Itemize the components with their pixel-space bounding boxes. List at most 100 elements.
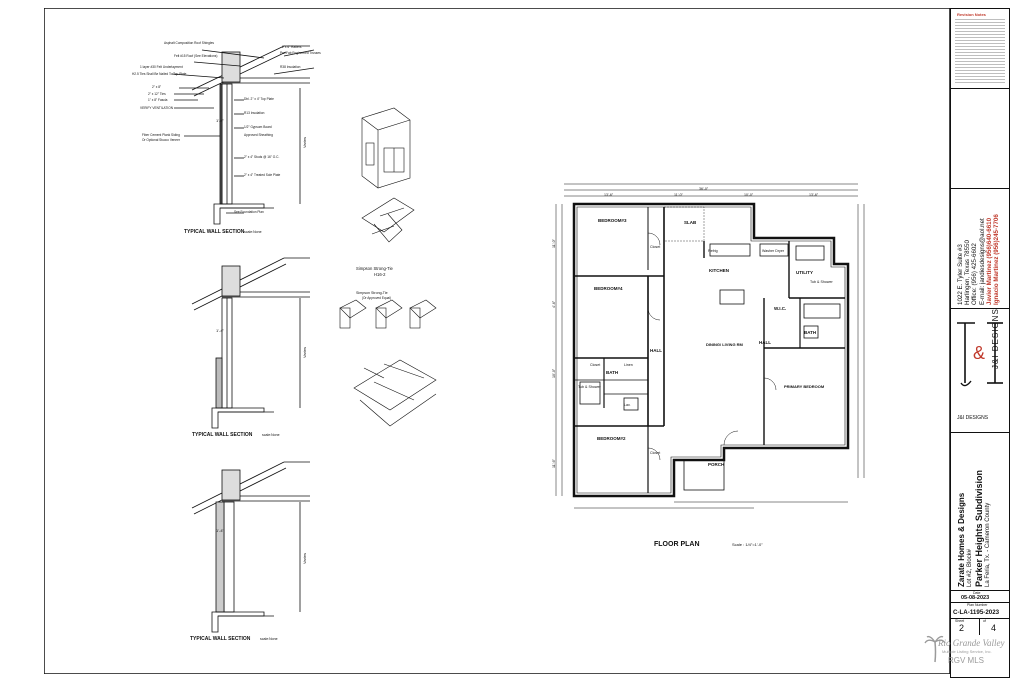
dim-top-3: 10'-0" bbox=[744, 193, 754, 197]
drawing-sheet: Asphalt Composition Roof Shingles Felt #… bbox=[43, 7, 951, 675]
room-linen: Linen bbox=[624, 363, 633, 367]
room-primary-bedroom: PRIMARY BEDROOM bbox=[784, 384, 825, 389]
room-slab: SLAB bbox=[684, 220, 697, 225]
svg-text:1 layer #30 Felt Underlayment: 1 layer #30 Felt Underlayment bbox=[140, 65, 183, 69]
strong-tie-2-subtitle: (Or Approved Equal) bbox=[362, 296, 391, 300]
wall-section-1 bbox=[171, 45, 315, 225]
ws2-scale: scale:None bbox=[262, 433, 280, 437]
room-lav: Lav. bbox=[624, 403, 631, 407]
ws1-note: Asphalt Composition Roof Shingles bbox=[164, 41, 214, 45]
firm-person-2: Ignacio Martinez (956)245-7706 bbox=[993, 214, 1001, 305]
revision-table-box bbox=[951, 89, 1009, 189]
strong-tie-detail-1 bbox=[361, 107, 411, 189]
svg-text:Pre-Fab Engineered Trusses: Pre-Fab Engineered Trusses bbox=[280, 51, 321, 55]
room-closet-2: Closet bbox=[590, 363, 600, 367]
project-info-box: Zarate Homes & Designs Lot #2, Block# Pa… bbox=[951, 433, 1009, 591]
floor-plan-title: FLOOR PLAN bbox=[654, 541, 700, 548]
revision-text bbox=[955, 19, 1005, 85]
sheet-box: Sheet 2 of 4 bbox=[951, 619, 1009, 635]
room-kitchen: KITCHEN bbox=[709, 268, 729, 273]
strong-tie-detail-4 bbox=[353, 359, 437, 427]
plan-number-label: Plan Number bbox=[967, 603, 988, 607]
logo-box: & J&I DESIGNS J&I DESIGNS bbox=[951, 308, 1009, 433]
ws3-scale: scale:None bbox=[260, 637, 278, 641]
room-porch: PORCH bbox=[708, 462, 724, 467]
subdivision: Parker Heights Subdivision bbox=[974, 469, 984, 587]
ws1-title: TYPICAL WALL SECTION bbox=[184, 229, 245, 235]
svg-text:Felt #15 Roof (See Elevations): Felt #15 Roof (See Elevations) bbox=[174, 54, 217, 58]
floor-plan bbox=[555, 183, 865, 509]
room-refrig: Refrig bbox=[708, 249, 718, 253]
floor-plan-scale: Scale : 1/4"=1'-0" bbox=[732, 542, 763, 547]
svg-text:2"x 6" Rafters: 2"x 6" Rafters bbox=[282, 45, 302, 49]
firm-office: Office: (956) 425-6602 bbox=[971, 243, 979, 305]
svg-text:2" x 4" Studs @ 16" O.C.: 2" x 4" Studs @ 16" O.C. bbox=[244, 155, 279, 159]
location: La Feria, Tx. - Cameron County bbox=[985, 502, 991, 587]
ws3-dim-varies: Varies bbox=[302, 553, 307, 564]
ws1-dim-varies: Varies bbox=[302, 137, 307, 148]
ws3-dim-overhang: 1'-4" bbox=[216, 528, 225, 533]
svg-text:R38 Insulation: R38 Insulation bbox=[280, 65, 301, 69]
svg-text:2" x 4" Treated Sole Plate: 2" x 4" Treated Sole Plate bbox=[244, 173, 281, 177]
strong-tie-1-subtitle: H16-2 bbox=[374, 272, 386, 277]
firm-logo-icon: & bbox=[957, 322, 1003, 387]
ws3-title: TYPICAL WALL SECTION bbox=[190, 636, 251, 642]
room-wic: W.I.C. bbox=[774, 306, 786, 311]
room-closet-1: Closet bbox=[650, 245, 660, 249]
revision-notes-box: Revision Notes bbox=[951, 9, 1009, 89]
svg-text:Approved Sheathing: Approved Sheathing bbox=[244, 133, 273, 137]
room-bath-hall: BATH bbox=[606, 370, 618, 375]
svg-text:H2.5 Ties Shall Be Nailed To T: H2.5 Ties Shall Be Nailed To Top Plate bbox=[132, 72, 187, 76]
ws2-dim-overhang: 1'-4" bbox=[216, 328, 225, 333]
svg-text:1/2" Gypsum Board: 1/2" Gypsum Board bbox=[244, 125, 272, 129]
dim-left-3: 10'-0" bbox=[552, 368, 556, 378]
room-utility: UTILITY bbox=[796, 270, 813, 275]
sheet-number: 2 bbox=[959, 623, 965, 633]
watermark-line-1: Rio Grande Valley bbox=[938, 638, 1005, 648]
wall-section-2 bbox=[191, 257, 310, 429]
strong-tie-detail-2 bbox=[361, 197, 415, 243]
dim-top-1: 13'-6" bbox=[604, 193, 614, 197]
sheet-divider bbox=[979, 619, 980, 635]
client-name: Zarate Homes & Designs bbox=[957, 492, 966, 587]
dim-overall-width: 36'-0" bbox=[699, 187, 709, 191]
room-closet-3: Closet bbox=[650, 451, 660, 455]
of-label: of bbox=[983, 619, 986, 623]
sheet-total: 4 bbox=[991, 623, 997, 633]
room-bedroom3: BEDROOM#3 bbox=[598, 218, 627, 223]
room-hall-2: HALL bbox=[650, 348, 662, 353]
svg-text:VERIFY VENTILATION: VERIFY VENTILATION bbox=[140, 106, 174, 110]
sheet-label: Sheet bbox=[955, 619, 965, 623]
svg-text:&: & bbox=[973, 343, 985, 363]
firm-person-1: Javier Martinez (956)640-6610 bbox=[985, 217, 993, 305]
room-bedroom4: BEDROOM#4 bbox=[594, 286, 623, 291]
revision-header: Revision Notes bbox=[957, 12, 986, 17]
svg-text:See Foundation Plan: See Foundation Plan bbox=[234, 210, 264, 214]
mls-watermark: Rio Grande Valley Multiple Listing Servi… bbox=[924, 632, 1005, 672]
dim-left-2: 4'-6" bbox=[552, 300, 556, 308]
watermark-line-2: Multiple Listing Service, Inc. bbox=[942, 649, 992, 654]
dim-top-4: 13'-6" bbox=[809, 193, 819, 197]
firm-info-box: 1022 E. Tyler Suite #3 Harlingen, Texas … bbox=[951, 189, 1009, 309]
room-hall-1: HALL bbox=[759, 340, 771, 345]
firm-address: 1022 E. Tyler Suite #3 bbox=[957, 244, 964, 305]
room-bath-master: BATH bbox=[804, 330, 816, 335]
date-value: 05-08-2023 bbox=[961, 595, 990, 601]
date-label: Date bbox=[973, 591, 981, 595]
logo-text: J&I DESIGNS bbox=[991, 308, 1000, 369]
strong-tie-1-title: Simpson Strong-Tie bbox=[356, 266, 394, 271]
room-washer-dryer: Washer Dryer bbox=[762, 249, 785, 253]
ws2-title: TYPICAL WALL SECTION bbox=[192, 432, 253, 438]
watermark-line-3: RGV MLS bbox=[948, 656, 985, 665]
svg-text:2" x 8": 2" x 8" bbox=[152, 85, 161, 89]
logo-small: J&I DESIGNS bbox=[957, 415, 989, 421]
svg-text:Fiber Cement Plank Siding: Fiber Cement Plank Siding bbox=[142, 133, 180, 137]
dim-left-4: 11'-6" bbox=[552, 458, 556, 468]
room-tub: Tub & Shower bbox=[810, 280, 833, 284]
ws2-dim-varies: Varies bbox=[302, 347, 307, 358]
room-bedroom2: BEDROOM#2 bbox=[597, 436, 626, 441]
svg-text:2" x 12" Ties: 2" x 12" Ties bbox=[148, 92, 166, 96]
firm-email: E-mail: jandiesdesigns@aol.net bbox=[978, 218, 986, 305]
dim-left-1: 11'-0" bbox=[552, 238, 556, 248]
strong-tie-detail-3 bbox=[339, 299, 437, 329]
